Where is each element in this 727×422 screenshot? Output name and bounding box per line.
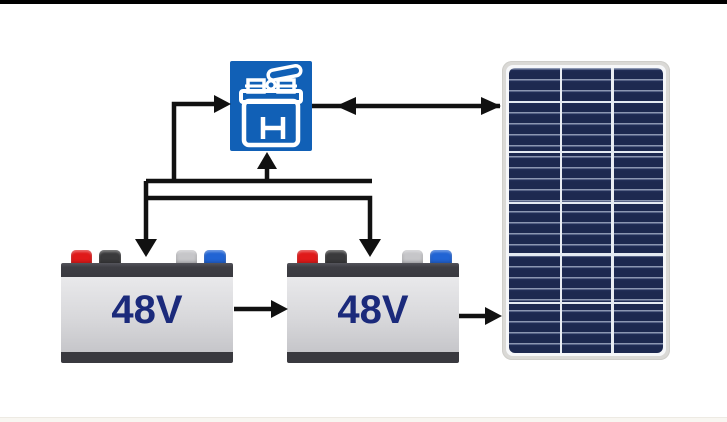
panel-column-line bbox=[559, 68, 563, 353]
glyph-terminals bbox=[245, 78, 297, 94]
arrowhead-up-icon bbox=[257, 152, 277, 169]
panel-section-line bbox=[509, 100, 663, 104]
panel-column-line bbox=[611, 68, 614, 353]
battery-body: 48V bbox=[61, 277, 233, 352]
panel-section-line bbox=[509, 201, 663, 205]
letterbox-top-bar bbox=[0, 0, 727, 4]
arrowhead-down-icon bbox=[135, 239, 157, 257]
solar-panel-inner-frame bbox=[506, 65, 666, 356]
battery-charger-icon bbox=[230, 61, 312, 151]
terminal-black-icon bbox=[99, 250, 121, 265]
arrowhead-right-icon bbox=[481, 97, 501, 115]
battery-lid bbox=[287, 263, 459, 277]
terminal-blue-icon bbox=[204, 250, 226, 265]
terminal-red-icon bbox=[71, 250, 92, 265]
wire-bus-line-2-and-right-drop bbox=[146, 195, 381, 257]
battery-right: 48V bbox=[287, 250, 459, 363]
terminal-blue-icon bbox=[430, 250, 452, 265]
panel-section-line bbox=[509, 301, 663, 305]
wire-battery-to-battery bbox=[234, 300, 288, 318]
terminal-gray-icon bbox=[402, 250, 423, 265]
battery-lid bbox=[61, 263, 233, 277]
panel-section-line bbox=[509, 150, 663, 154]
wire-charger-solar-bidirectional bbox=[312, 97, 501, 115]
arrowhead-right-icon bbox=[271, 300, 288, 318]
battery-left: 48V bbox=[61, 250, 233, 363]
panel-section-line bbox=[509, 253, 663, 256]
battery-voltage-label: 48V bbox=[337, 288, 409, 332]
glyph-battery-body bbox=[239, 89, 303, 148]
footer-strip bbox=[0, 417, 727, 422]
arrowhead-right-icon bbox=[485, 307, 502, 325]
arrowhead-right-icon bbox=[214, 95, 231, 113]
battery-base bbox=[61, 352, 233, 363]
terminal-black-icon bbox=[325, 250, 347, 265]
battery-body: 48V bbox=[287, 277, 459, 352]
solar-panel bbox=[502, 61, 670, 360]
wire-charger-bottom-input bbox=[257, 152, 277, 183]
glyph-handle-h bbox=[260, 117, 286, 139]
arrowhead-down-icon bbox=[359, 239, 381, 257]
glyph-cable bbox=[266, 63, 303, 82]
wire-battery-to-solar bbox=[459, 307, 502, 325]
solar-panel-cells bbox=[509, 68, 663, 353]
battery-base bbox=[287, 352, 459, 363]
arrowhead-left-icon bbox=[336, 97, 356, 115]
car-battery-glyph-icon bbox=[239, 63, 303, 148]
terminal-red-icon bbox=[297, 250, 318, 265]
terminal-gray-icon bbox=[176, 250, 197, 265]
battery-voltage-label: 48V bbox=[111, 288, 183, 332]
wire-bus-to-charger-left-input bbox=[171, 95, 231, 182]
wire-left-drop-to-battery bbox=[135, 181, 157, 257]
